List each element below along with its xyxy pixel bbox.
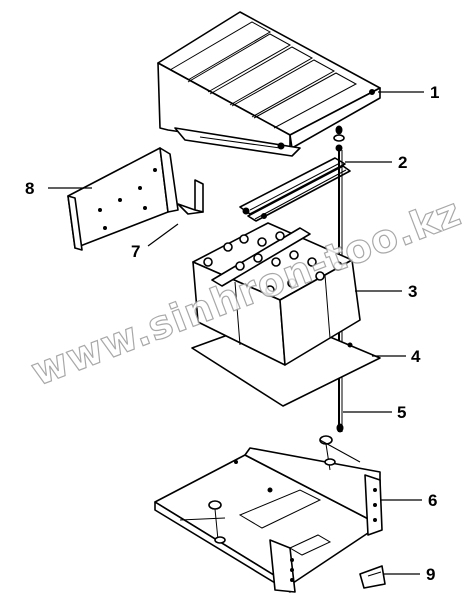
callout-labels: 1 2 3 4 5 6 7 8 9 bbox=[25, 83, 439, 584]
small-clip bbox=[359, 565, 386, 589]
battery-pair bbox=[192, 222, 361, 366]
callout-1: 1 bbox=[430, 83, 439, 102]
cable-strap bbox=[239, 157, 351, 222]
tray-bolts bbox=[179, 435, 361, 544]
callout-5: 5 bbox=[397, 403, 406, 422]
battery-tray bbox=[154, 435, 383, 593]
leader-lines bbox=[48, 91, 424, 575]
callout-7: 7 bbox=[131, 242, 140, 261]
battery-caps bbox=[203, 231, 343, 295]
callout-2: 2 bbox=[398, 153, 407, 172]
callout-8: 8 bbox=[25, 179, 34, 198]
side-bracket bbox=[67, 147, 179, 251]
angle-clip bbox=[177, 179, 204, 215]
battery-cover bbox=[157, 11, 381, 157]
callout-9: 9 bbox=[426, 565, 435, 584]
callout-6: 6 bbox=[428, 491, 437, 510]
callout-4: 4 bbox=[411, 347, 421, 366]
rod-nut-stack bbox=[333, 125, 345, 152]
callout-3: 3 bbox=[408, 282, 417, 301]
